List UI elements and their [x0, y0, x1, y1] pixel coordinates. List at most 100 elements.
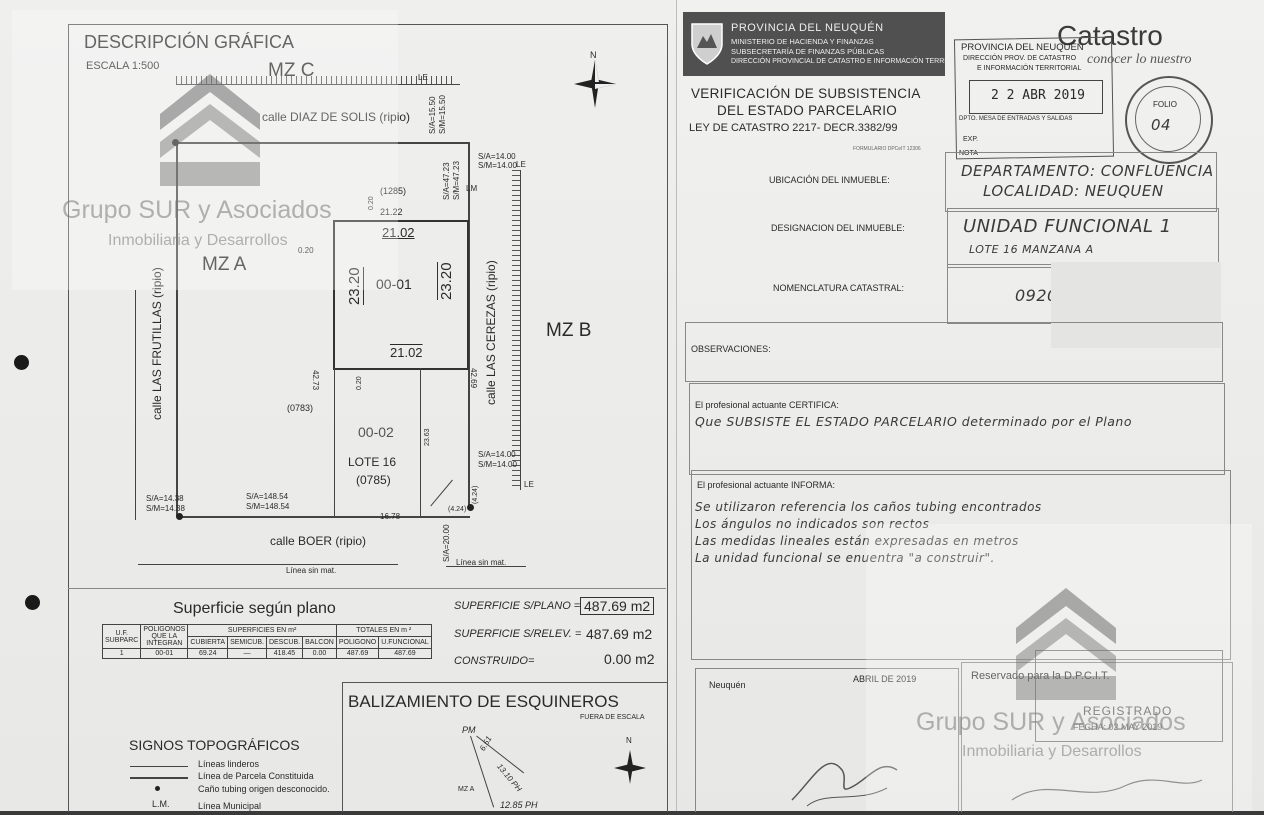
measure: 21.22: [380, 207, 403, 217]
form-title-2: DEL ESTADO PARCELARIO: [717, 103, 898, 118]
signature-scribble: [1007, 770, 1207, 815]
measure: 0.20: [356, 376, 363, 390]
signos-title: SIGNOS TOPOGRÁFICOS: [129, 737, 300, 753]
th-totales: TOTALES EN m ²: [335, 624, 432, 637]
folio-value: 04: [1151, 116, 1172, 134]
province-shield-icon: [689, 20, 725, 71]
street-edge: [520, 170, 521, 490]
tubing-marker: [176, 513, 183, 520]
measure: 12.85 PH: [500, 800, 538, 810]
legend-line: [130, 777, 188, 779]
lote-label: LOTE 16: [348, 455, 397, 469]
form-law: LEY DE CATASTRO 2217- DECR.3382/99: [689, 122, 898, 134]
watermark-name: Grupo SUR y Asociados: [916, 708, 1186, 736]
footer-city: Neuquén: [709, 680, 746, 690]
measure: 23.63: [424, 428, 431, 446]
informa-label: El profesional actuante INFORMA:: [697, 480, 836, 490]
header-subsecretaria: SUBSECRETARÍA DE FINANZAS PÚBLICAS: [731, 47, 885, 56]
binder-hole: [25, 595, 40, 610]
form-title-1: VERIFICACIÓN DE SUBSISTENCIA: [691, 86, 921, 101]
measure: S/M=148.54: [246, 502, 290, 511]
street-las-cerezas: calle LAS CEREZAS (ripio): [484, 260, 498, 405]
observaciones-box: [685, 322, 1223, 382]
designacion-lote: LOTE 16 MANZANA A: [969, 243, 1094, 256]
watermark-logo-icon: [1012, 584, 1120, 709]
superficie-plano-value: 487.69 m2: [580, 597, 655, 615]
measure: S/A=14.38: [146, 494, 184, 503]
plano-frame: [68, 24, 668, 812]
ubicacion-localidad: LOCALIDAD: NEUQUEN: [983, 182, 1164, 200]
north-label: N: [590, 50, 597, 60]
parcel-line: [334, 368, 335, 516]
measure: S/A=15.50: [428, 96, 437, 134]
street-edge: [135, 290, 136, 520]
legend-item: Línea de Parcela Constituida: [198, 771, 314, 781]
watermark-panel: [12, 10, 398, 290]
measure: S/M=14.38: [146, 504, 185, 513]
legend-lm: L.M.: [152, 799, 170, 809]
th-poligono: POLIGONO: [335, 636, 380, 649]
lm-mark: LM: [466, 184, 478, 193]
balizamiento-title: BALIZAMIENTO DE ESQUINEROS: [348, 692, 619, 711]
measure: S/M=14.00: [478, 460, 517, 469]
watermark-name: Grupo SUR y Asociados: [62, 196, 332, 224]
uf-00-01-label: 00-01: [376, 276, 412, 292]
informa-line: Los ángulos no indicados son rectos: [695, 517, 930, 531]
measure: 42.73: [311, 370, 320, 391]
legend-line: [130, 766, 188, 767]
stamp-line: DIRECCIÓN PROV. DE CATASTRO: [963, 55, 1077, 62]
reservado-box: [961, 662, 1233, 812]
measure: (4.24): [472, 485, 479, 504]
measure: 16.78: [380, 512, 401, 521]
superficies-table: U.F.SUBPARC POLIGONOS QUE LA INTEGRAN SU…: [101, 624, 432, 659]
block-mz-b: MZ B: [546, 320, 592, 341]
parcel-number: (1285): [380, 186, 407, 196]
folio-label: FOLIO: [1153, 100, 1178, 109]
stamp-date-box: [969, 80, 1103, 114]
parcel-line: [420, 368, 421, 516]
superficie-relev-label: SUPERFICIE S/RELEV. =: [454, 628, 582, 640]
superficie-relev-value: 487.69 m2: [586, 626, 653, 642]
le-mark: LE: [418, 73, 428, 82]
stamp-nota: NOTA: [959, 150, 978, 157]
uf-00-02-label: 00-02: [358, 424, 394, 440]
stamp-line: E INFORMACIÓN TERRITORIAL: [977, 65, 1082, 72]
superficie-plano-label: SUPERFICIE S/PLANO =: [454, 600, 581, 612]
hatch-line: [176, 76, 456, 84]
th-cubierta: CUBIERTA: [187, 636, 229, 649]
tubing-icon: [155, 786, 160, 791]
measure: S/A=148.54: [246, 492, 289, 501]
certifica-text: Que SUBSISTE EL ESTADO PARCELARIO determ…: [695, 414, 1132, 429]
hatch-line: [512, 170, 520, 490]
measure: 21.02: [382, 225, 415, 240]
measure: S/A=20.00: [442, 524, 451, 562]
measure: 42.69: [469, 368, 478, 389]
measure: S/A=14.00: [478, 450, 516, 459]
plano-sheet: DESCRIPCIÓN GRÁFICA ESCALA 1:500 MZ C MZ…: [0, 0, 676, 812]
stamp-date: 2 2 ABR 2019: [991, 88, 1085, 103]
observaciones-label: OBSERVACIONES:: [691, 344, 771, 354]
binder-hole: [14, 355, 29, 370]
street-boer: calle BOER (ripio): [270, 534, 367, 548]
uf-00-01-box: [333, 220, 469, 370]
reservado-label: Reservado para la D.P.C.I.T.: [971, 670, 1110, 682]
informa-line: Las medidas lineales están expresadas en…: [695, 534, 1019, 548]
th-superficies: SUPERFICIES EN m²: [187, 624, 337, 637]
stamp-line: PROVINCIA DEL NEUQUÉN: [961, 42, 1084, 53]
verification-form-sheet: PROVINCIA DEL NEUQUÉN MINISTERIO DE HACI…: [676, 0, 1264, 812]
divider: [68, 588, 666, 589]
pm-label: PM: [462, 725, 476, 735]
measure: S/M=14.00: [478, 161, 517, 170]
street-edge: [138, 564, 398, 565]
informa-box: [691, 470, 1231, 660]
stamp-exp: EXP.: [963, 136, 979, 143]
header-ministry: MINISTERIO DE HACIENDA Y FINANZAS: [731, 37, 874, 46]
stamp-line: DPTO. MESA DE ENTRADAS Y SALIDAS: [959, 116, 1073, 122]
tubing-marker: [467, 504, 474, 511]
header-province: PROVINCIA DEL NEUQUÉN: [731, 22, 884, 34]
measure: S/A=47.23: [442, 162, 451, 200]
ubicacion-departamento: DEPARTAMENTO: CONFLUENCIA: [961, 162, 1214, 180]
block-label: MZ A: [458, 786, 475, 793]
measure: 23.20: [437, 262, 455, 300]
